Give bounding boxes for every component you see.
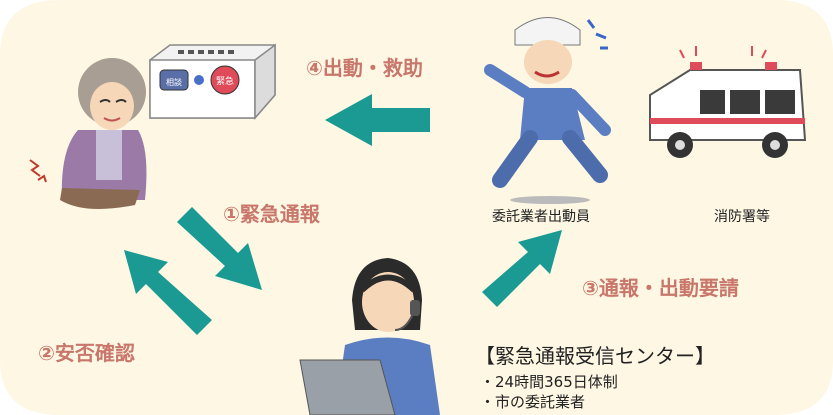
step4-label: ④出動・救助 bbox=[306, 56, 423, 80]
emergency-button-label: 緊急 bbox=[216, 75, 234, 87]
step1-label: ①緊急通報 bbox=[223, 202, 320, 226]
arrow-step1 bbox=[177, 207, 262, 290]
center-bullet-2: 市の委託業者 bbox=[480, 392, 618, 412]
center-bullet-1: 24時間365日体制 bbox=[480, 372, 618, 392]
ambulance-icon bbox=[649, 46, 807, 158]
arrow-step4 bbox=[325, 94, 430, 146]
step2-label: ②安否確認 bbox=[38, 341, 135, 365]
arrow-step2 bbox=[124, 250, 212, 335]
worker-label: 委託業者出動員 bbox=[492, 209, 590, 225]
running-worker-icon bbox=[484, 17, 611, 204]
center-title: 【緊急通報受信センター】 bbox=[475, 344, 715, 368]
arrow-step3 bbox=[482, 230, 562, 307]
consult-button-label: 相談 bbox=[166, 77, 182, 87]
emergency-alarm-device-icon: 相談 緊急 bbox=[149, 43, 276, 121]
fire-dept-label: 消防署等 bbox=[714, 209, 770, 225]
operator-headset-icon bbox=[299, 258, 440, 415]
elderly-woman-icon bbox=[29, 58, 147, 209]
step3-label: ③通報・出動要請 bbox=[582, 276, 739, 300]
center-bullets: 24時間365日体制 市の委託業者 bbox=[480, 372, 618, 412]
